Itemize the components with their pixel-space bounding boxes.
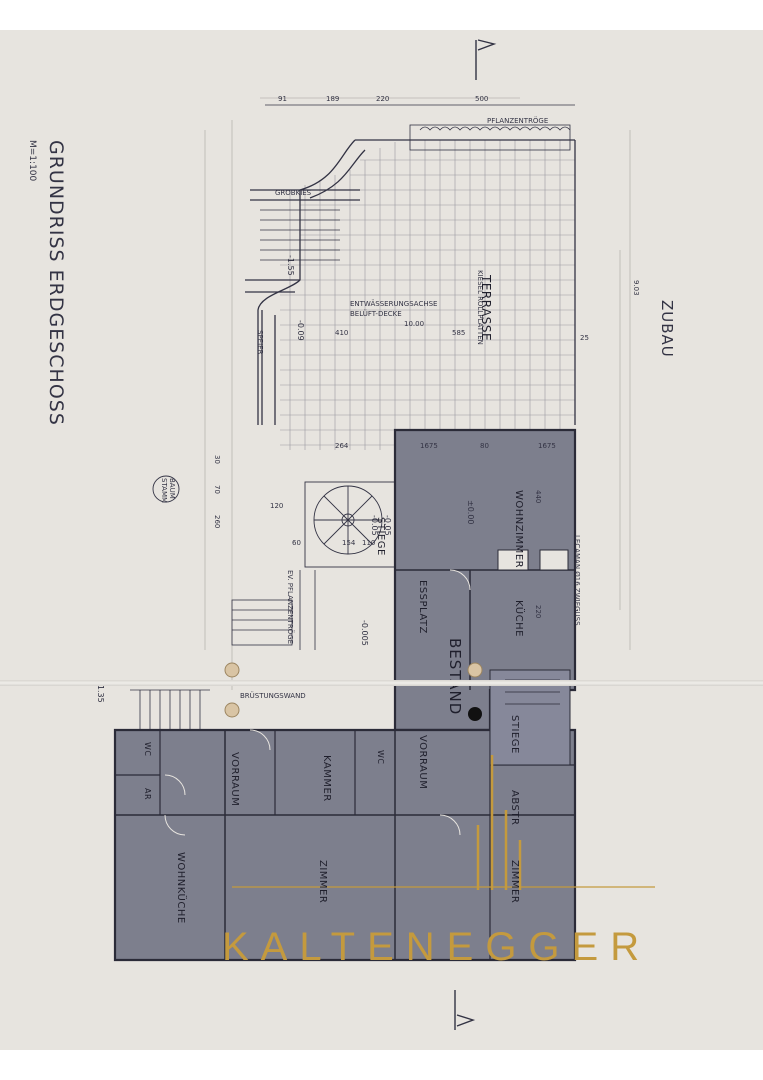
planter-boxes xyxy=(231,124,571,650)
dim-misc-15: 80 xyxy=(480,442,489,450)
note-terrace-slabs: KIESEL ROLLPLATTEN xyxy=(476,270,484,345)
dim-misc-5: 25 xyxy=(580,334,589,342)
top-dimension-chain: 91 189 220 500 xyxy=(265,95,575,106)
room-kitchen-living: WOHNKÜCHE xyxy=(175,852,188,924)
plan-title: GRUNDRISS ERDGESCHOSS xyxy=(45,140,67,426)
dim-misc-8: 260 xyxy=(213,515,221,528)
punch-hole-2 xyxy=(224,702,240,718)
note-spout: SPEIER xyxy=(256,330,264,355)
room-wc-1: WC xyxy=(143,742,152,757)
terrace-grid xyxy=(280,140,575,450)
room-stair-new: STIEGE xyxy=(375,517,386,556)
tree-trunk-symbol xyxy=(152,475,180,503)
dim-220: 220 xyxy=(376,95,389,103)
exterior-stairs xyxy=(130,209,340,730)
dim-misc-12: 110 xyxy=(362,539,375,547)
existing-label: BESTAND xyxy=(446,638,464,715)
dim-misc-4: 1675 xyxy=(538,442,556,450)
level-1: -0.05 xyxy=(370,515,379,536)
dim-misc-10: 60 xyxy=(292,539,301,547)
floor-plan-drawing: GRUNDRISS ERDGESCHOSS M=1:100 ZUBAU BEST… xyxy=(27,39,676,1030)
brand-logo-graphic xyxy=(232,755,655,890)
dim-189: 189 xyxy=(326,95,339,103)
dim-misc-9: 120 xyxy=(270,502,283,510)
section-marker-bottom xyxy=(454,990,476,1030)
dim-misc-17: 220 xyxy=(534,605,542,618)
room-hall-1: VORRAUM xyxy=(417,735,428,789)
room-dining: ESSPLATZ xyxy=(417,580,428,634)
level-6: -1.55 xyxy=(286,255,295,276)
room-living: WOHNZIMMER xyxy=(513,490,524,568)
note-gravel: GROBKIES xyxy=(275,189,312,197)
room-terrace: TERRASSE xyxy=(479,274,493,341)
room-chamber: KAMMER xyxy=(321,755,332,802)
brand-wordmark: KALTENEGGER xyxy=(222,925,652,969)
room-bedroom-2: ZIMMER xyxy=(509,860,520,903)
annex-label: ZUBAU xyxy=(658,300,676,358)
note-optional-planters: EV. PFLANZENTRÖGE xyxy=(286,570,295,644)
tree-label-line-1: BAUM xyxy=(168,478,176,499)
room-stair-old: STIEGE xyxy=(509,715,520,754)
level-3: -0.005 xyxy=(360,620,369,646)
level-0: ±0.00 xyxy=(466,500,475,525)
note-drainage: ENTWÄSSERUNGSACHSE xyxy=(350,299,437,308)
dim-misc-7: 70 xyxy=(213,485,221,494)
door-swings xyxy=(164,569,471,836)
dim-misc-0: 410 xyxy=(335,329,348,337)
room-kitchen-new: KÜCHE xyxy=(513,600,526,637)
room-storage: AR xyxy=(143,788,152,800)
punch-hole-4 xyxy=(468,707,482,721)
note-leca: LECAMAN Ø16 ZWIEGUSS xyxy=(573,535,581,626)
dim-misc-3: 1675 xyxy=(420,442,438,450)
punch-hole-3 xyxy=(467,662,483,678)
plan-scale: M=1:100 xyxy=(27,140,37,182)
room-wc-2: WC xyxy=(376,750,385,765)
punch-hole-1 xyxy=(224,662,240,678)
dim-misc-11: 154 xyxy=(342,539,356,547)
dim-misc-16: 440 xyxy=(534,490,542,503)
level-2: -0.05 xyxy=(383,515,392,536)
paper-fold xyxy=(0,680,763,686)
dim-misc-6: 30 xyxy=(213,455,221,464)
dim-91: 91 xyxy=(278,95,287,103)
room-abstr: ABSTR xyxy=(509,790,520,825)
note-parapet: BRÜSTUNGSWAND xyxy=(240,691,306,700)
terrace-outline xyxy=(245,139,576,425)
level-5: -0.09 xyxy=(296,320,305,341)
dim-misc-14: 9.03 xyxy=(632,280,640,296)
dim-misc-2: 264 xyxy=(335,442,349,450)
level-4: -1.35 xyxy=(96,682,105,703)
room-bedroom-1: ZIMMER xyxy=(317,860,328,903)
tree-label-line-2: STAMM xyxy=(160,478,168,503)
section-marker-top xyxy=(475,39,497,80)
floor-plan-sheet: GRUNDRISS ERDGESCHOSS M=1:100 ZUBAU BEST… xyxy=(0,30,763,1050)
room-hall-2: VORRAUM xyxy=(229,752,240,806)
note-ceiling: BELÜFT-DECKE xyxy=(350,309,402,318)
dim-misc-13: 10.00 xyxy=(404,320,424,328)
dim-500: 500 xyxy=(475,95,488,103)
note-planters: PFLANZENTRÖGE xyxy=(487,116,548,125)
dim-misc-1: 585 xyxy=(452,329,465,337)
